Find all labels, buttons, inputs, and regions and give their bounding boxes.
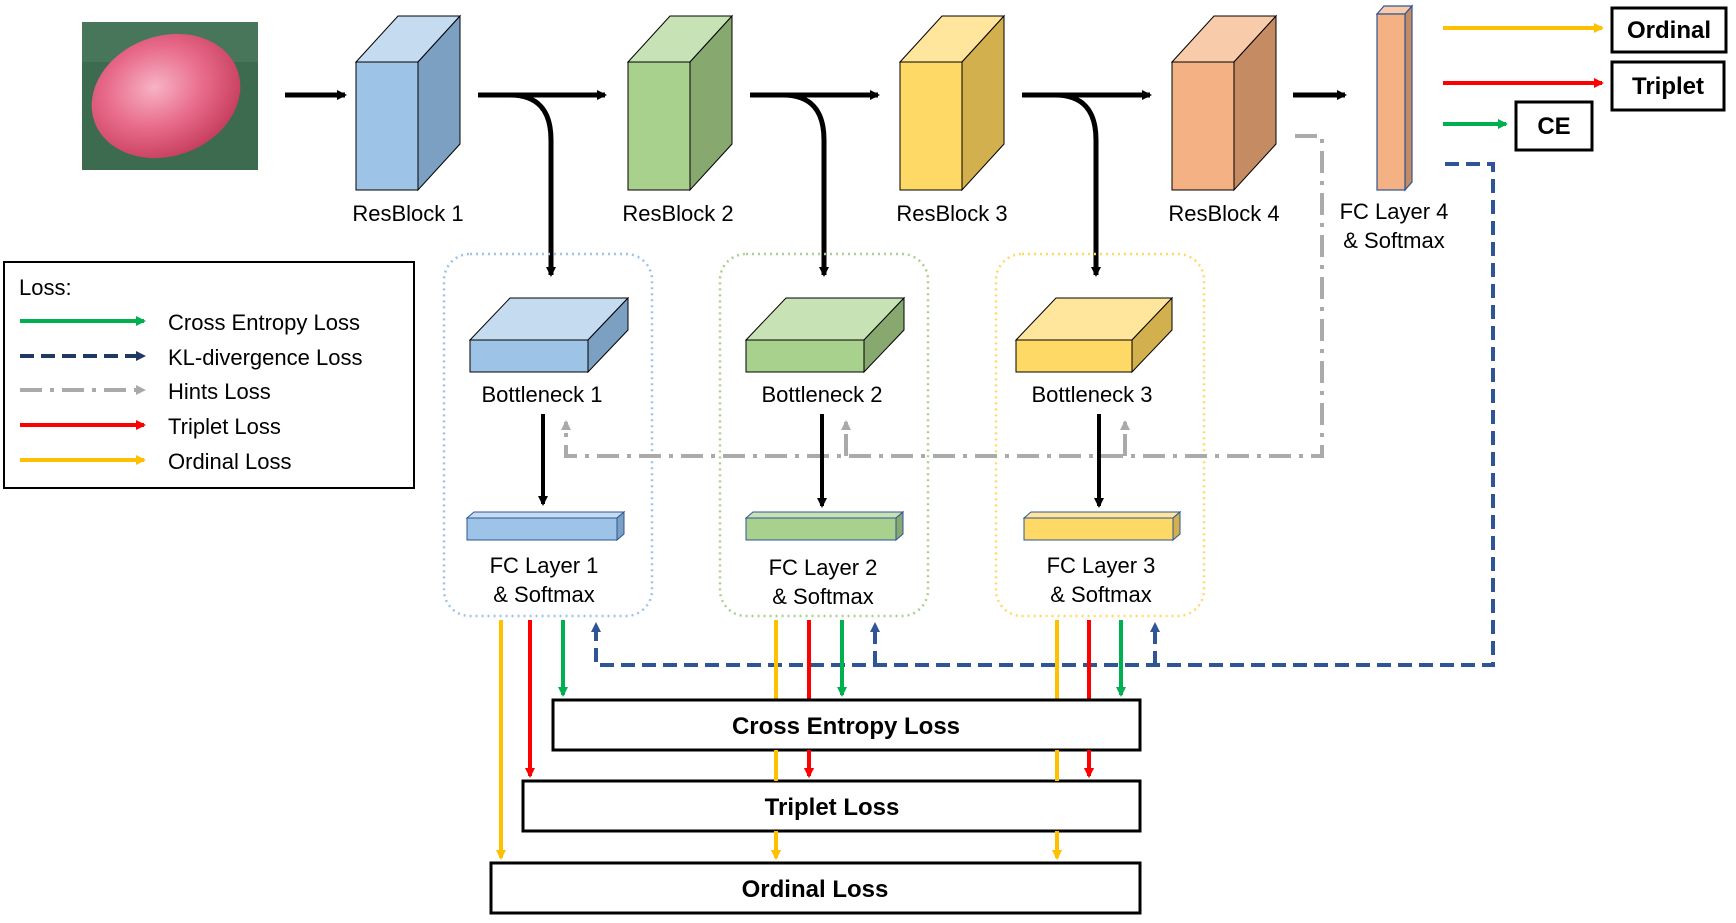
- bottleneck-1-label: Bottleneck 1: [481, 382, 602, 407]
- branch-2-group: [718, 252, 930, 618]
- bottleneck-to-fc-arrows: [538, 414, 1104, 508]
- arrow-res1-to-bottleneck1: [509, 92, 556, 277]
- hints-loss-path: [561, 134, 1324, 458]
- cross-entropy-loss-box: Cross Entropy Loss: [551, 698, 1142, 752]
- bottleneck-2: [744, 296, 906, 374]
- fc-layer-3-line2: & Softmax: [1050, 582, 1151, 607]
- bottleneck-3: [1014, 296, 1174, 374]
- triplet-output-label: Triplet: [1632, 73, 1704, 100]
- arrow-res3-to-bottleneck3: [1054, 92, 1101, 277]
- legend-label-kl-divergence: KL-divergence Loss: [168, 345, 362, 370]
- resblock-4-label: ResBlock 4: [1168, 201, 1279, 226]
- kl-divergence-path: [591, 162, 1495, 667]
- resblock-2-label: ResBlock 2: [622, 201, 733, 226]
- fc-layer-3: [1022, 510, 1182, 542]
- ordinal-loss-label: Ordinal Loss: [742, 876, 889, 903]
- ce-output-label: CE: [1537, 113, 1570, 140]
- bottleneck-2-label: Bottleneck 2: [761, 382, 882, 407]
- output-ce: CE: [1443, 100, 1594, 152]
- arrow-res2-to-bottleneck2: [782, 92, 829, 277]
- bottleneck-1: [468, 296, 630, 374]
- input-image: [82, 22, 258, 170]
- triplet-loss-label: Triplet Loss: [765, 794, 900, 821]
- ordinal-output-label: Ordinal: [1627, 17, 1711, 44]
- legend-label-cross-entropy: Cross Entropy Loss: [168, 310, 360, 335]
- legend: Loss: Cross Entropy Loss KL-divergence L…: [3, 261, 415, 489]
- bottleneck-3-label: Bottleneck 3: [1031, 382, 1152, 407]
- resblock-3: [898, 14, 1006, 192]
- legend-label-hints: Hints Loss: [168, 379, 271, 404]
- legend-title: Loss:: [19, 275, 72, 300]
- output-ordinal: Ordinal: [1443, 6, 1728, 54]
- fc-layer-1: [465, 510, 626, 542]
- legend-label-triplet: Triplet Loss: [168, 414, 281, 439]
- triplet-loss-box: Triplet Loss: [521, 779, 1142, 833]
- branch-3-group: [994, 252, 1206, 618]
- mango-icon: [91, 33, 241, 159]
- branch-1-group: [442, 252, 654, 618]
- resblock-1: [354, 14, 462, 192]
- branch-1-loss-arrows: [496, 620, 568, 860]
- cross-entropy-loss-label: Cross Entropy Loss: [732, 713, 960, 740]
- fc-layer-4-line2: & Softmax: [1343, 228, 1444, 253]
- fc-layer-1-line2: & Softmax: [493, 582, 594, 607]
- resblock-2: [626, 14, 734, 192]
- pipeline-arrows: [285, 90, 1347, 277]
- ordinal-loss-box: Ordinal Loss: [489, 861, 1142, 915]
- fc-layer-2: [744, 510, 905, 542]
- resblock-4: [1170, 14, 1278, 192]
- resblock-3-label: ResBlock 3: [896, 201, 1007, 226]
- output-triplet: Triplet: [1443, 60, 1726, 112]
- fc-layer-1-line1: FC Layer 1: [490, 553, 599, 578]
- resblock-1-label: ResBlock 1: [352, 201, 463, 226]
- fc-layer-4-line1: FC Layer 4: [1340, 199, 1449, 224]
- fc-layer-4: [1375, 4, 1414, 192]
- legend-label-ordinal: Ordinal Loss: [168, 449, 292, 474]
- fc-layer-2-line2: & Softmax: [772, 584, 873, 609]
- fc-layer-3-line1: FC Layer 3: [1047, 553, 1156, 578]
- fc-layer-2-line1: FC Layer 2: [769, 555, 878, 580]
- pass-through-arrows: [771, 750, 1094, 860]
